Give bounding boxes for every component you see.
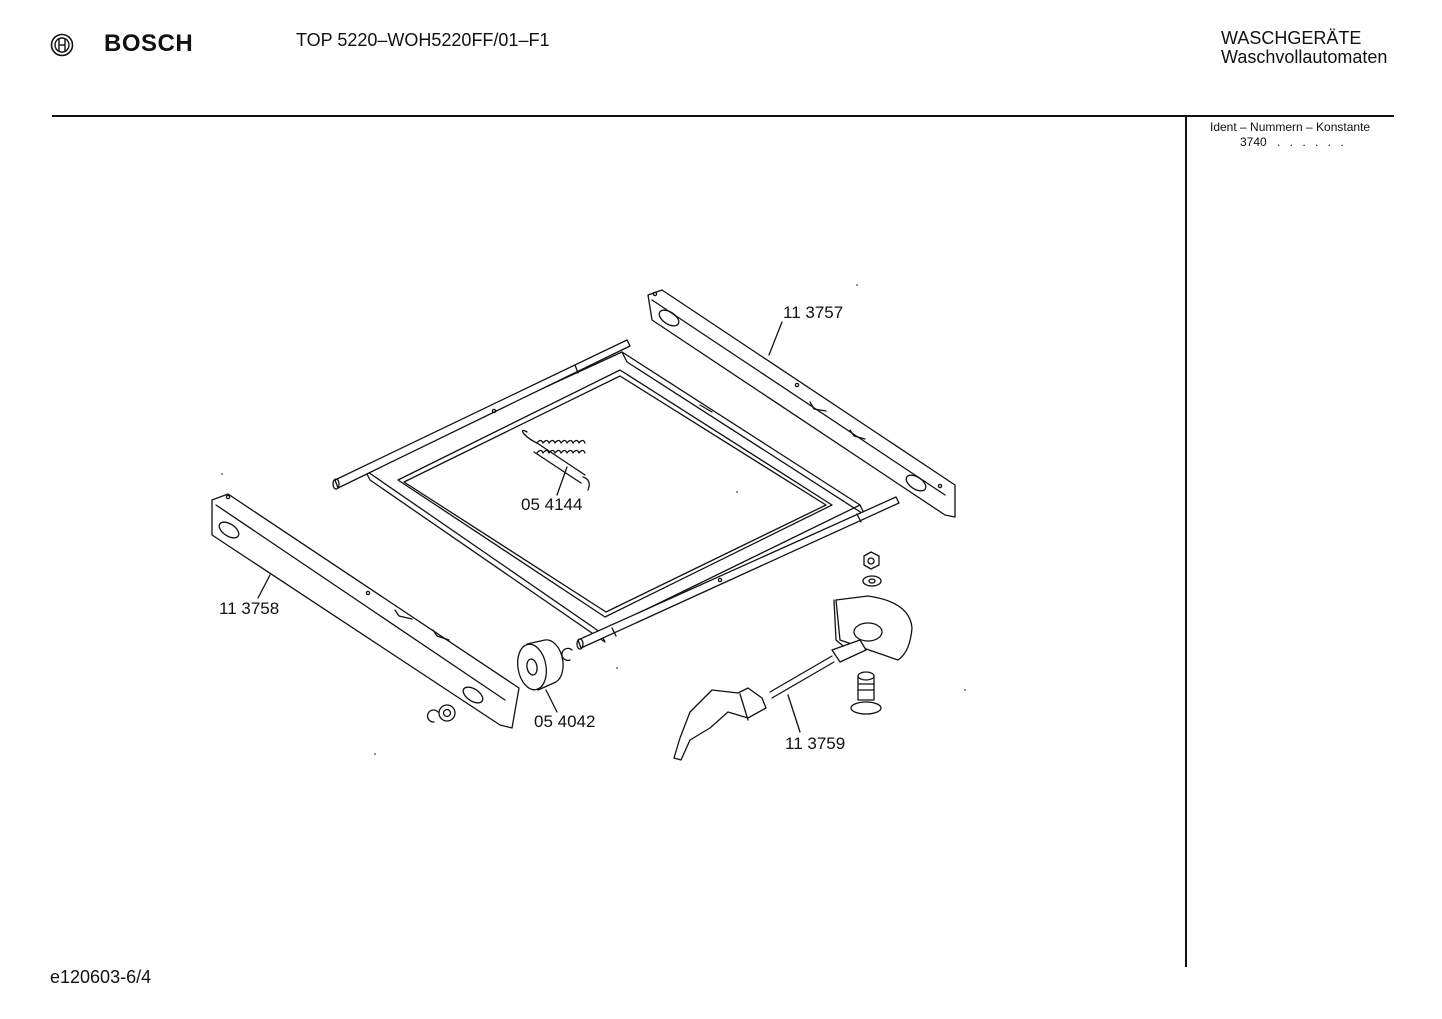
bosch-logo-icon: [50, 33, 74, 57]
bracket-assembly: [673, 551, 913, 761]
rear-rail: [647, 289, 956, 518]
scan-speckles: [221, 284, 966, 755]
part-label: 11 3759: [785, 734, 845, 753]
ident-dots: . . . . . .: [1277, 135, 1347, 149]
brand-name: BOSCH: [104, 30, 194, 57]
part-label: 11 3757: [783, 303, 843, 322]
part-label: 05 4042: [534, 712, 595, 731]
roller-wheel: [516, 639, 573, 691]
model-title: TOP 5220–WOH5220FF/01–F1: [296, 30, 550, 50]
header-divider: [52, 115, 1394, 117]
subcategory-title: Waschvollautomaten: [1221, 47, 1388, 67]
tray-frame: [332, 339, 900, 650]
category-title: WASCHGERÄTE: [1221, 28, 1362, 48]
exploded-parts-diagram: 11 3757 05 4144 11 3758 05 4042 11 3759: [211, 284, 966, 761]
washer-set: [426, 704, 456, 723]
part-label: 05 4144: [521, 495, 582, 514]
footer-code: e120603-6/4: [50, 967, 152, 987]
part-label: 11 3758: [219, 599, 279, 618]
spring: [521, 429, 590, 491]
front-rail: [211, 493, 520, 729]
ident-label: Ident – Nummern – Konstante: [1210, 120, 1371, 134]
ident-value: 3740: [1240, 135, 1267, 149]
sidebar-divider: [1185, 116, 1187, 967]
